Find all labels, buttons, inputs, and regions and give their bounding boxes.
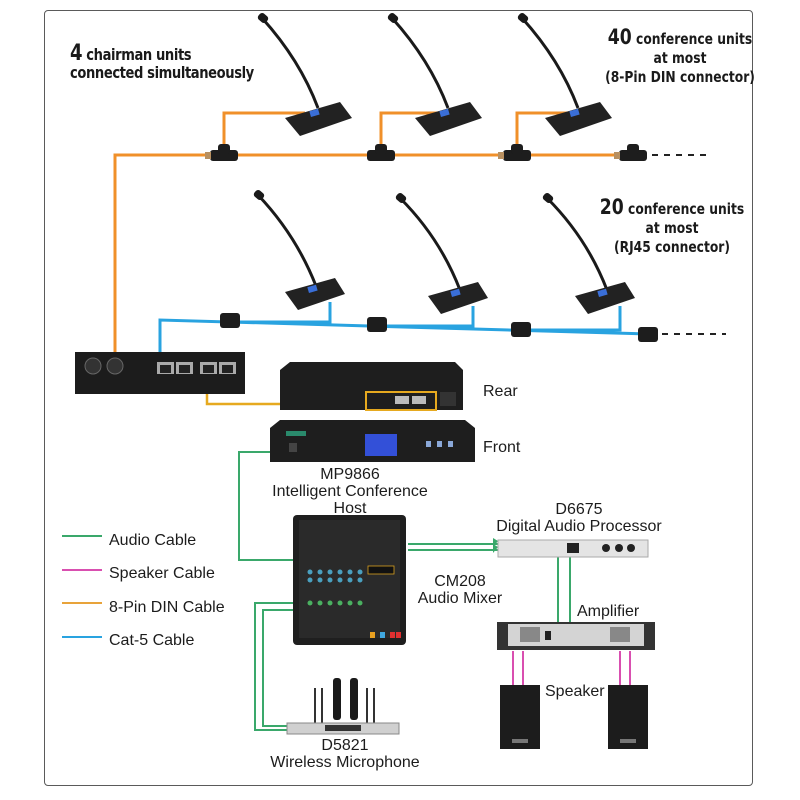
conference-unit-icon xyxy=(253,189,345,310)
host-front-label: Front xyxy=(483,439,521,456)
din-trunk-cable xyxy=(113,153,620,368)
chairman-line2: connected simultaneously xyxy=(70,63,254,82)
din-port-icon xyxy=(84,357,102,375)
legend-label: Audio Cable xyxy=(109,531,197,549)
speaker-icon xyxy=(608,685,648,749)
din-units-line1: conference units xyxy=(636,30,753,48)
speaker-cables xyxy=(512,651,631,685)
conference-unit-icon xyxy=(542,192,635,314)
conference-unit-icon xyxy=(517,12,612,136)
chairman-line1: chairman units xyxy=(86,45,192,64)
rj45-port-icon xyxy=(219,362,236,374)
conference-unit-icon xyxy=(395,192,488,314)
legend-label: Cat-5 Cable xyxy=(109,632,195,650)
handheld-mic-icon xyxy=(333,678,341,720)
rj45-units-line3: (RJ45 connector) xyxy=(614,238,730,256)
din-units-line2: at most xyxy=(653,49,707,67)
handheld-mic-icon xyxy=(350,678,358,720)
legend-label: 8-Pin DIN Cable xyxy=(109,598,225,616)
audio-arrow-icons xyxy=(493,538,498,553)
rj45-units-line1: conference units xyxy=(628,200,745,218)
speaker-label: Speaker xyxy=(545,683,605,700)
wireless-mic-name: Wireless Microphone xyxy=(270,754,420,771)
rj45-units-count: 20 xyxy=(599,195,624,219)
mixer-to-mic-cable-1 xyxy=(254,602,293,731)
din-port-icon xyxy=(106,357,124,375)
mixer-name: Audio Mixer xyxy=(417,590,503,607)
din-t-connectors xyxy=(205,144,647,161)
processor-model: D6675 xyxy=(555,501,603,518)
host-label: MP9866 Intelligent Conference Host xyxy=(250,466,450,517)
wireless-mic-unit xyxy=(286,678,400,735)
rj45-coupler-icon xyxy=(220,313,240,328)
rj45-port-icon xyxy=(157,362,174,374)
rj45-units-annotation: 20 conference units at most (RJ45 connec… xyxy=(590,195,754,257)
rj45-units-line2: at most xyxy=(645,219,699,237)
speaker-icon xyxy=(500,685,540,749)
rj45-coupler-icon xyxy=(638,327,658,342)
wireless-mic-label: D5821 Wireless Microphone xyxy=(245,737,445,771)
interface-panel xyxy=(75,352,245,394)
din-conference-units xyxy=(257,12,612,136)
cable-legend: Audio Cable Speaker Cable 8-Pin DIN Cabl… xyxy=(109,524,225,658)
t-connector-icon xyxy=(205,144,238,161)
host-model: MP9866 xyxy=(320,466,380,483)
processor-label: D6675 Digital Audio Processor xyxy=(479,501,679,535)
din-drop-cable-2 xyxy=(379,111,445,155)
cat5-drop-cable-2 xyxy=(385,306,475,328)
wireless-mic-model: D5821 xyxy=(321,737,369,754)
legend-label: Speaker Cable xyxy=(109,565,215,583)
din-drop-cable-3 xyxy=(515,111,575,155)
din-units-count: 40 xyxy=(607,25,632,49)
host-name-line2: Host xyxy=(333,500,367,517)
mixer-knobs xyxy=(307,569,363,583)
host-name-line1: Intelligent Conference xyxy=(272,483,428,500)
conference-unit-icon xyxy=(387,12,482,136)
conference-unit-icon xyxy=(257,12,352,136)
host-rear-label: Rear xyxy=(483,383,518,400)
rj45-coupler-icon xyxy=(511,322,531,337)
speakers xyxy=(500,685,648,749)
host-to-mixer-cable xyxy=(238,451,293,561)
audio-cables xyxy=(238,451,571,731)
amplifier-unit xyxy=(497,622,655,650)
host-rear-unit xyxy=(280,362,463,411)
mixer-label: CM208 Audio Mixer xyxy=(410,573,510,607)
host-front-unit xyxy=(270,420,475,462)
rj45-couplers xyxy=(220,313,658,342)
chairman-count: 4 xyxy=(70,41,83,66)
mixer-model: CM208 xyxy=(434,573,486,590)
cat5-drop-cable-3 xyxy=(528,306,622,332)
audio-processor-unit xyxy=(497,539,649,558)
diagram-frame xyxy=(44,10,753,786)
cat5-drop-cable-1 xyxy=(240,302,332,324)
mixer-display xyxy=(367,565,395,575)
t-connector-icon xyxy=(614,144,647,161)
rj45-port-icon xyxy=(176,362,193,374)
legend-item-audio: Audio Cable xyxy=(109,524,225,558)
din-drop-cable-1 xyxy=(222,111,305,155)
rj45-conference-units xyxy=(253,189,635,314)
rj45-coupler-icon xyxy=(367,317,387,332)
mixer-buttons xyxy=(307,600,363,606)
din-units-annotation: 40 conference units at most (8-Pin DIN c… xyxy=(590,25,770,87)
host-display xyxy=(365,434,397,456)
legend-item-din: 8-Pin DIN Cable xyxy=(109,591,225,625)
din-cable-chain xyxy=(113,111,620,368)
legend-item-speaker: Speaker Cable xyxy=(109,558,225,592)
processor-name: Digital Audio Processor xyxy=(496,518,662,535)
chairman-annotation: 4 chairman units connected simultaneousl… xyxy=(70,43,254,82)
t-connector-icon xyxy=(367,144,395,161)
din-units-line3: (8-Pin DIN connector) xyxy=(605,68,755,86)
rj45-port-icon xyxy=(200,362,217,374)
legend-item-cat5: Cat-5 Cable xyxy=(109,625,225,659)
audio-mixer-unit xyxy=(293,515,406,645)
mixer-to-mic-cable-2 xyxy=(262,609,293,727)
t-connector-icon xyxy=(498,144,531,161)
amplifier-label: Amplifier xyxy=(577,603,640,620)
legend-lines xyxy=(62,535,102,638)
